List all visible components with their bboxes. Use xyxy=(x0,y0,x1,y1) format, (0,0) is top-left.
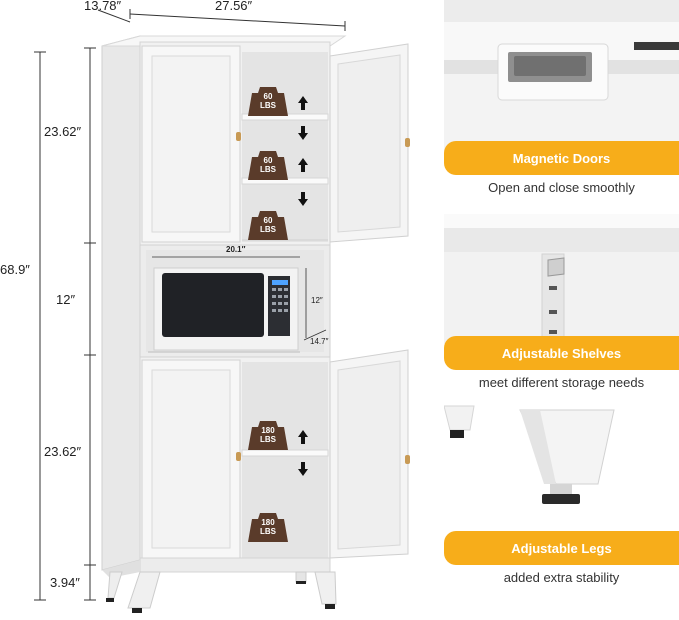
middle-height-dimension: 12″ xyxy=(56,292,76,307)
shelf-arrows xyxy=(298,96,308,476)
leg-height-dimension: 3.94″ xyxy=(50,575,80,590)
microwave-height-label: 12″ xyxy=(311,296,323,305)
door-knob xyxy=(405,455,410,464)
dimension-lines xyxy=(34,9,346,601)
adjustable-shelves-caption: meet different storage needs xyxy=(478,375,645,390)
microwave-depth-label: 14.7″ xyxy=(310,337,329,346)
cabinet-illustration xyxy=(34,9,409,613)
microwave-width-label: 20.1″ xyxy=(226,245,246,254)
magnetic-door-photo xyxy=(444,0,679,160)
adjustable-legs-photo xyxy=(444,400,679,530)
width-dimension: 27.56″ xyxy=(215,0,253,13)
total-height-dimension: 68.9″ xyxy=(0,262,30,277)
feature-adjustable-shelves: Adjustable Shelves meet different storag… xyxy=(444,214,679,400)
magnetic-doors-banner: Magnetic Doors xyxy=(444,141,679,175)
adjustable-legs-caption: added extra stability xyxy=(503,570,620,585)
adjustable-shelves-photo xyxy=(444,214,679,344)
door-knob xyxy=(236,132,241,141)
upper-height-dimension: 23.62″ xyxy=(44,124,82,139)
lower-height-dimension: 23.62″ xyxy=(44,444,82,459)
feature-magnetic-doors: Magnetic Doors Open and close smoothly xyxy=(444,0,679,200)
adjustable-legs-banner: Adjustable Legs xyxy=(444,531,679,565)
magnetic-doors-caption: Open and close smoothly xyxy=(488,180,635,195)
adjustable-shelves-banner: Adjustable Shelves xyxy=(444,336,679,370)
door-knob xyxy=(405,138,410,147)
door-knob xyxy=(236,452,241,461)
feature-adjustable-legs: Adjustable Legs added extra stability xyxy=(444,400,679,620)
depth-dimension: 13.78″ xyxy=(84,0,122,13)
